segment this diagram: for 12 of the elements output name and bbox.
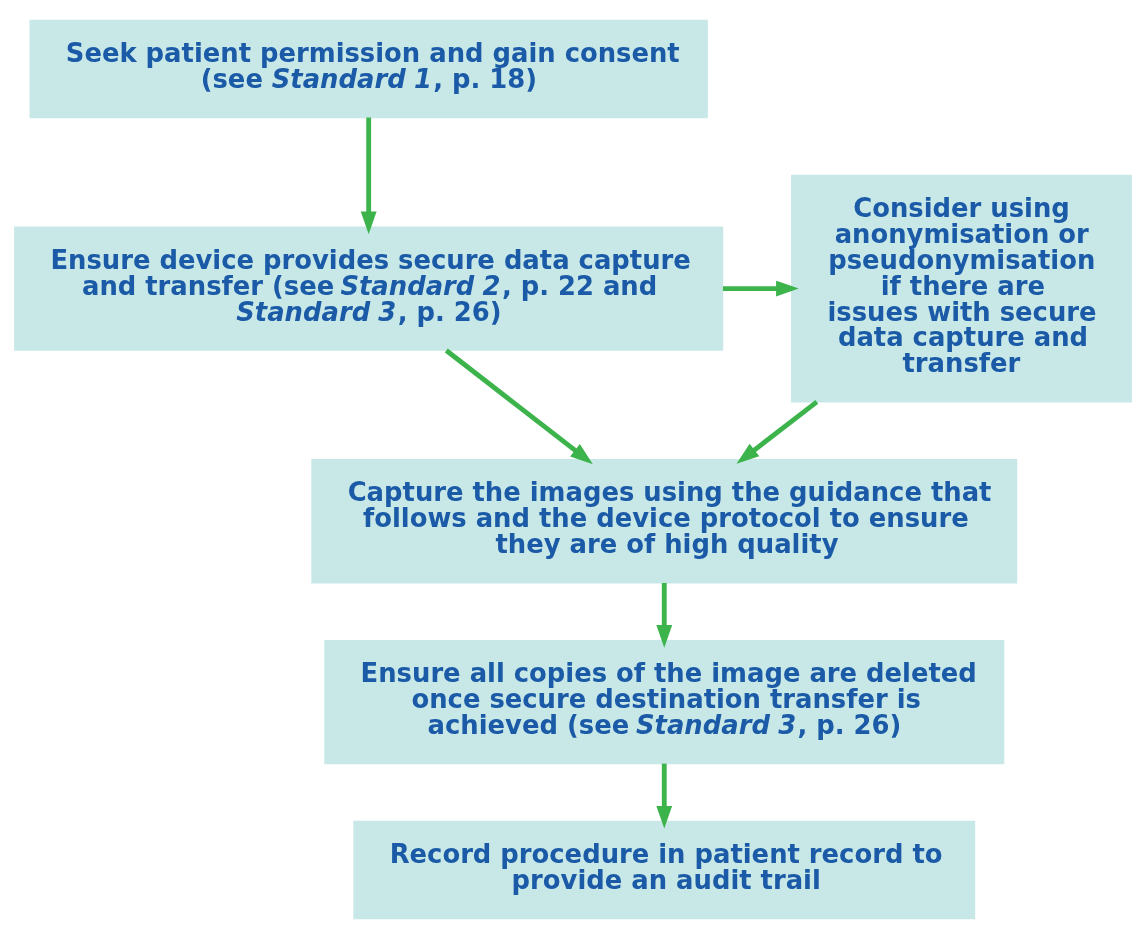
arrow: [444, 348, 593, 464]
node-box: Ensure all copies of the image are deleted once secure destination transfer is achieved (see Standard 3, p. 26): [324, 639, 1005, 764]
arrow: [656, 582, 673, 648]
node-box: Ensure device provides secure data capture and transfer (see Standard 2, p. 22 and Standard 3, p. 26): [14, 225, 724, 351]
node-box: Consider using anonymisation or pseudonymisation if there are issues with secure data capture and transfer: [791, 174, 1132, 402]
node-box: Seek patient permission and gain consent (see Standard 1, p. 18): [29, 19, 708, 118]
arrow: [360, 117, 377, 234]
arrow: [736, 399, 819, 464]
arrow: [722, 280, 799, 297]
node-box: Capture the images using the guidance that follows and the device protocol to ensure they are of high quality: [311, 458, 1018, 583]
node-box: Record procedure in patient record to provide an audit trail: [353, 820, 976, 919]
arrow: [656, 763, 673, 829]
